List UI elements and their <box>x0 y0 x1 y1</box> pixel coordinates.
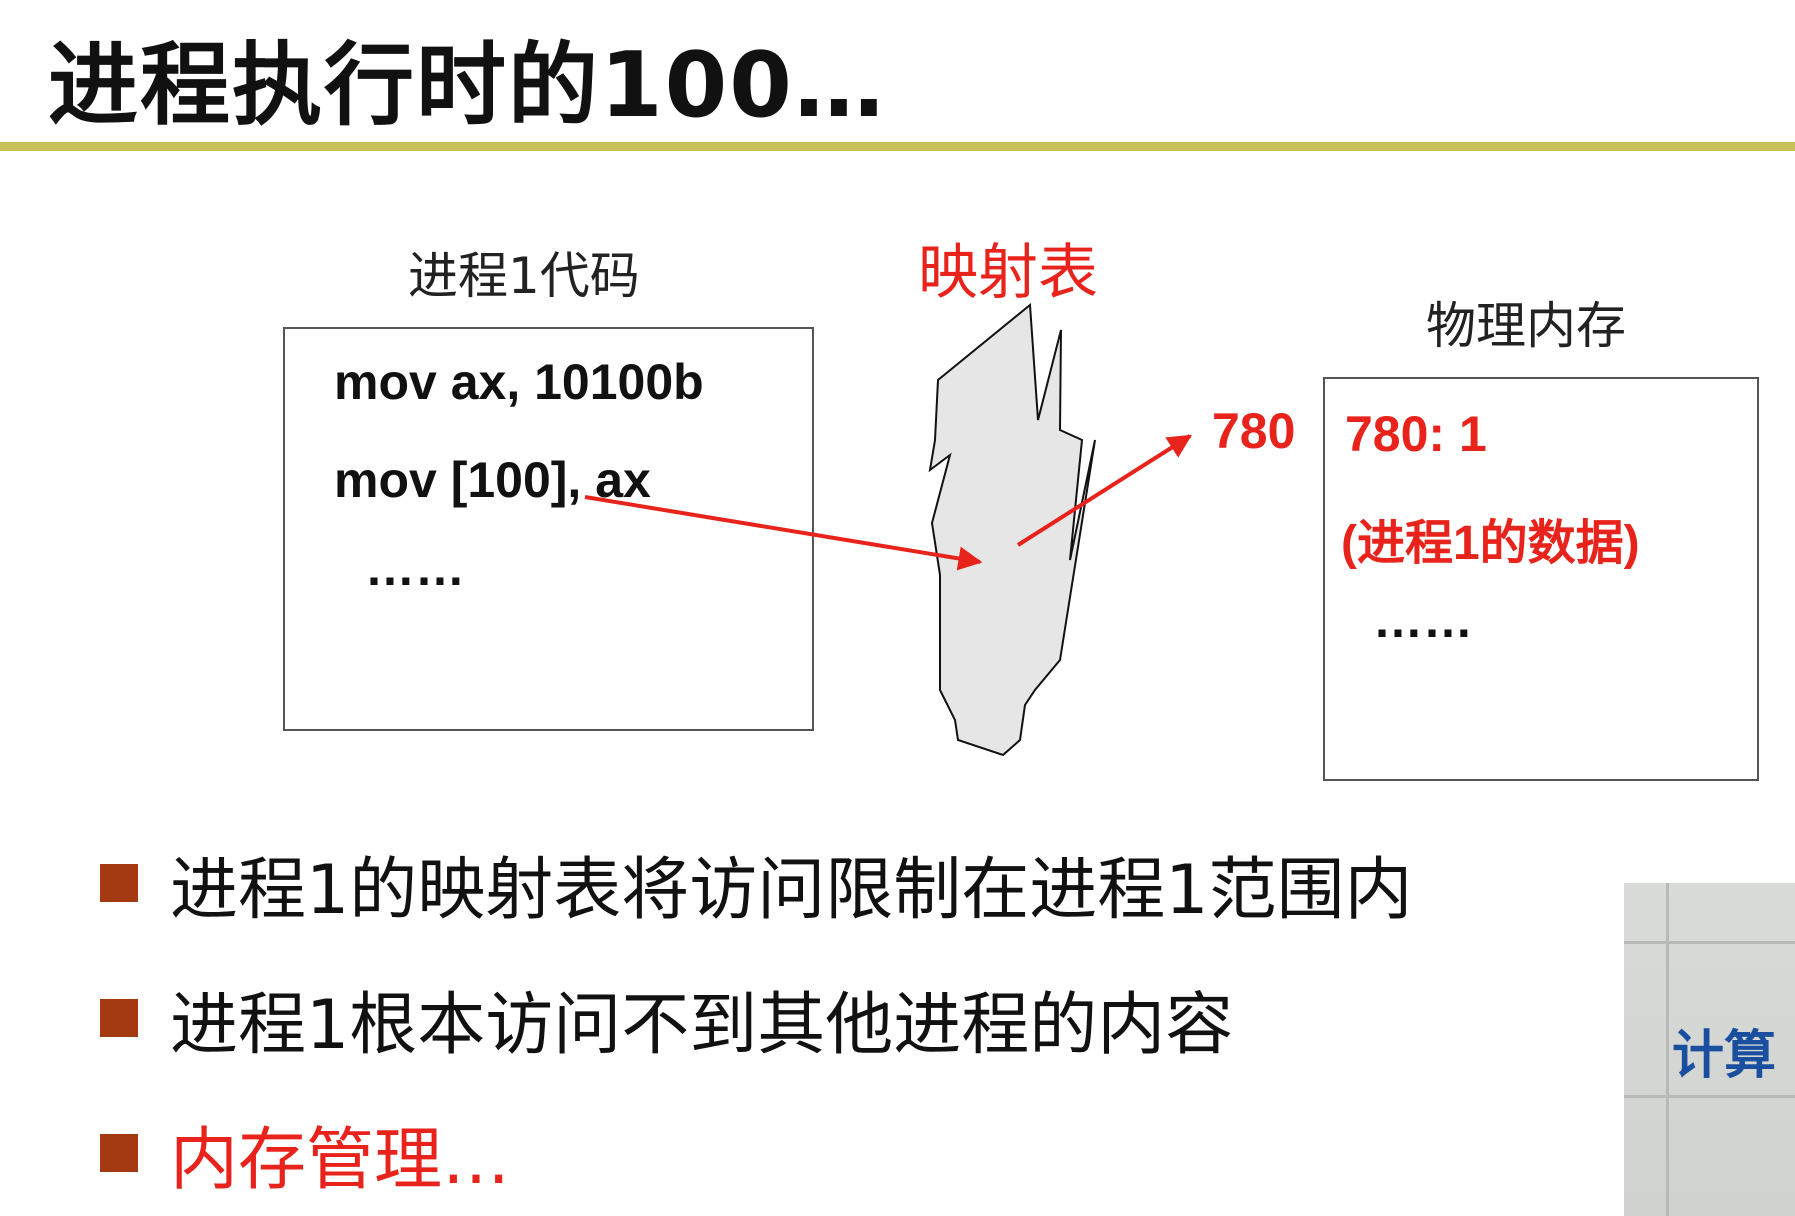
slide-title: 进程执行时的100… <box>48 33 886 138</box>
memory-box: 780: 1 (进程1的数据) …… <box>1323 377 1759 781</box>
address-label: 780 <box>1212 403 1296 459</box>
webcam-wall-line <box>1624 1095 1795 1098</box>
code-line: mov ax, 10100b <box>334 354 704 410</box>
physical-memory-label: 物理内存 <box>1426 297 1626 355</box>
bullet-marker <box>100 1134 138 1172</box>
arrow-table-to-memory <box>1016 434 1193 547</box>
bullet-item: 进程1根本访问不到其他进程的内容 <box>100 973 1233 1065</box>
code-label: 进程1代码 <box>408 247 640 305</box>
memory-line: 780: 1 <box>1345 406 1487 462</box>
bullet-text: 内存管理… <box>170 1120 511 1200</box>
memory-line: (进程1的数据) <box>1341 517 1640 570</box>
code-line: …… <box>365 540 465 596</box>
webcam-overlay: 计算 <box>1624 883 1795 1216</box>
bullet-marker <box>100 864 138 902</box>
bullet-item: 内存管理… <box>100 1108 510 1200</box>
code-line: mov [100], ax <box>334 452 651 508</box>
webcam-sign-text: 计算 <box>1672 1026 1777 1086</box>
bullet-marker <box>100 999 138 1037</box>
bullet-text: 进程1的映射表将访问限制在进程1范围内 <box>170 850 1413 930</box>
webcam-wall-line <box>1666 883 1669 1216</box>
title-rule <box>0 142 1795 151</box>
mapping-table-burst <box>928 303 1096 757</box>
code-box: mov ax, 10100b mov [100], ax …… <box>283 327 814 731</box>
memory-line: …… <box>1373 592 1473 648</box>
bullet-text: 进程1根本访问不到其他进程的内容 <box>170 985 1234 1065</box>
bullet-item: 进程1的映射表将访问限制在进程1范围内 <box>100 838 1413 930</box>
webcam-wall-line <box>1624 941 1795 944</box>
mapping-table-label: 映射表 <box>918 238 1098 308</box>
